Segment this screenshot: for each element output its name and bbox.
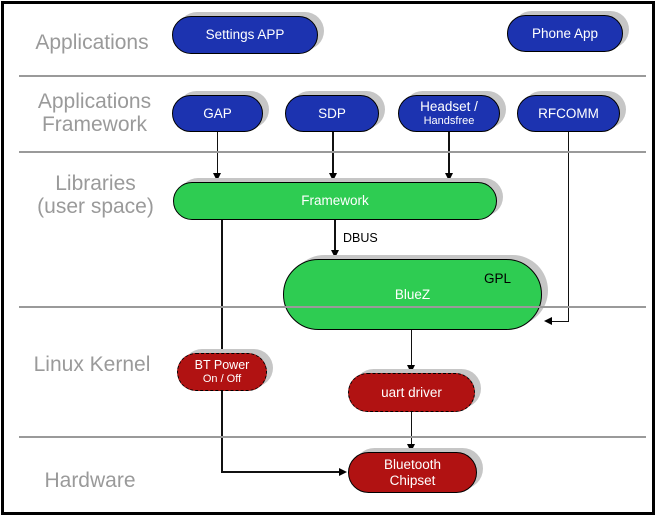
arrowhead-sdp-framework [328,173,337,181]
layer-label-applications: Applications [22,31,162,54]
framework-node: Framework [173,182,497,220]
headset-label-line2: Handsfree [423,114,475,127]
phone-app-node: Phone App [507,15,623,52]
headset-handsfree-node: Headset / Handsfree [398,95,500,132]
edge-uart-chipset [410,412,412,445]
layer-label-line: Applications [37,90,152,113]
arrowhead-rfcomm-bluez [544,317,552,325]
bluetooth-chipset-label-line1: Bluetooth [383,456,442,472]
edge-headset-framework [448,132,450,174]
layer-label-line: Libraries [55,172,136,195]
gap-label: GAP [203,105,232,121]
bluetooth-chipset-node: Bluetooth Chipset [348,452,477,493]
edge-bluez-uart [410,330,412,366]
arrowhead-headset-framework [444,173,453,181]
layer-label-line: Linux Kernel [33,353,151,376]
layer-label-libraries: Libraries (user space) [18,172,173,218]
edge-gap-framework [216,132,218,174]
uart-driver-node: uart driver [348,373,475,412]
layer-label-applications-framework: Applications Framework [22,90,167,136]
layer-label-linux-kernel: Linux Kernel [22,353,162,376]
arrowhead-framework-bluez [330,250,339,258]
arrowhead-bluez-uart [407,365,415,373]
layer-label-line: Applications [35,31,149,54]
layer-divider-2 [19,151,646,153]
edge-rfcomm-bluez-horizontal [552,320,569,322]
arrowhead-gap-framework [213,173,221,181]
sdp-label: SDP [318,105,346,121]
settings-app-node: Settings APP [172,16,318,54]
gap-node: GAP [172,95,263,132]
bt-power-node: BT Power On / Off [177,353,267,391]
layer-divider-1 [19,75,646,77]
arrowhead-to-chipset-left [339,467,347,476]
diagram-border [1,1,655,515]
dbus-edge-label: DBUS [343,231,378,245]
headset-label-line1: Headset / [420,99,478,115]
edge-framework-bluez-dbus [334,220,336,251]
rfcomm-label: RFCOMM [538,105,599,121]
edge-framework-btpower-vertical [221,220,223,472]
bluez-label: BlueZ [394,286,431,302]
edge-rfcomm-bluez-vertical [567,132,569,322]
bluez-node: GPL BlueZ [283,259,542,330]
phone-app-label: Phone App [531,25,599,41]
settings-app-label: Settings APP [205,27,285,43]
uart-driver-label: uart driver [381,384,442,400]
framework-label: Framework [301,193,369,209]
layer-divider-3 [19,306,646,308]
layer-divider-4 [19,436,646,438]
edge-sdp-framework [332,132,334,174]
edge-btpower-chipset-horizontal [221,471,340,473]
layer-label-line: Hardware [44,469,136,492]
sdp-node: SDP [285,95,379,132]
bluetooth-chipset-label-line2: Chipset [389,472,436,488]
bt-power-label-line2: On / Off [202,372,242,385]
layer-label-line: (user space) [37,195,154,218]
layer-label-line: Framework [41,113,147,136]
bt-power-label-line1: BT Power [194,358,250,373]
arrowhead-uart-chipset [407,444,415,452]
layer-label-hardware: Hardware [25,469,155,492]
rfcomm-node: RFCOMM [517,95,620,132]
gpl-badge: GPL [483,271,511,286]
